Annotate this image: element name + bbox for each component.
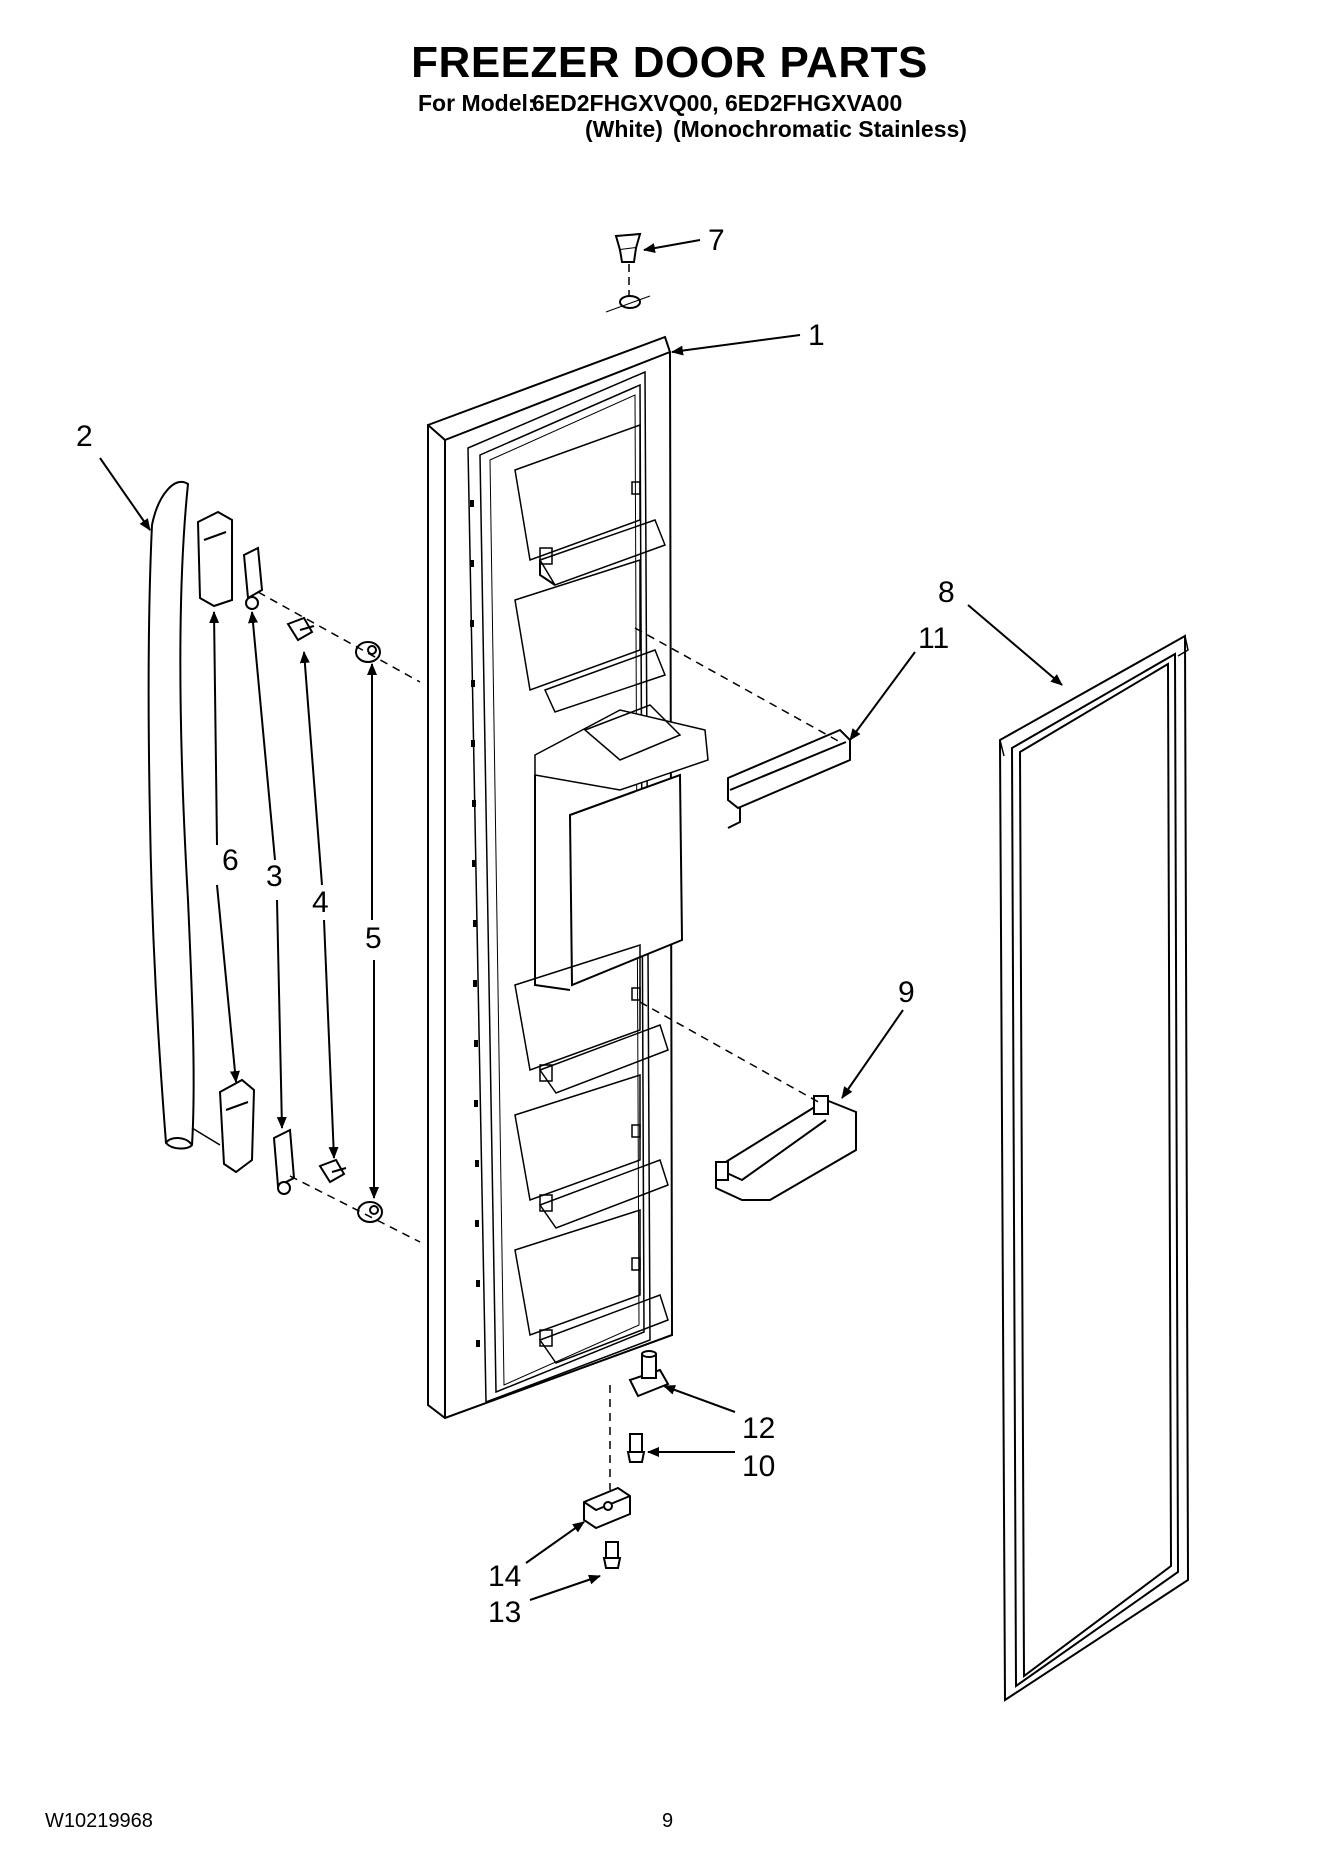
callout-11: 11 <box>918 622 949 655</box>
callout-numbers: 7 1 2 6 3 4 5 8 11 9 12 10 14 13 <box>76 224 955 1629</box>
page-title: FREEZER DOOR PARTS <box>411 38 928 87</box>
model-label: For Model: <box>418 90 536 116</box>
callout-13: 13 <box>488 1596 521 1629</box>
model-numbers: 6ED2FHGXVQ00, 6ED2FHGXVA00 <box>532 90 903 116</box>
callout-6: 6 <box>222 844 239 877</box>
callout-10: 10 <box>742 1450 775 1483</box>
handle-bracket-upper <box>242 546 264 610</box>
callout-8: 8 <box>938 576 955 609</box>
callout-5: 5 <box>365 922 382 955</box>
page-number: 9 <box>662 1810 674 1832</box>
callout-4: 4 <box>312 886 329 919</box>
variant-stainless: (Monochromatic Stainless) <box>673 116 967 142</box>
callout-7: 7 <box>708 224 725 257</box>
callout-9: 9 <box>898 976 915 1009</box>
lower-hinge-pin <box>628 1350 670 1398</box>
handle-bracket-lower <box>272 1128 296 1195</box>
handle-nut-upper <box>355 641 381 663</box>
handle-nut-lower <box>357 1201 383 1223</box>
door-handle <box>147 481 195 1150</box>
door-gasket-dots <box>470 500 480 1347</box>
door-bin <box>715 1095 857 1201</box>
freezer-door <box>427 295 709 1420</box>
callout-14: 14 <box>488 1560 521 1593</box>
leader-arrows <box>99 239 1063 1601</box>
handle-screw-upper <box>286 616 315 642</box>
bracket-screw <box>602 1541 622 1569</box>
handle-end-cap-lower <box>218 1078 256 1174</box>
callout-3: 3 <box>266 860 283 893</box>
door-gasket <box>998 634 1190 1702</box>
hinge-screw <box>626 1433 646 1463</box>
variant-white: (White) <box>585 116 663 142</box>
document-number: W10219968 <box>45 1810 153 1832</box>
top-hinge-bushing <box>614 232 642 263</box>
handle-assembly-lines <box>257 591 421 1243</box>
callout-1: 1 <box>808 319 825 352</box>
callout-2: 2 <box>76 420 93 453</box>
lower-hinge-bracket <box>583 1486 631 1530</box>
handle-screw-lower <box>318 1158 347 1184</box>
shelf-trim <box>727 728 851 829</box>
handle-end-cap-upper <box>196 510 233 608</box>
callout-12: 12 <box>742 1412 775 1445</box>
